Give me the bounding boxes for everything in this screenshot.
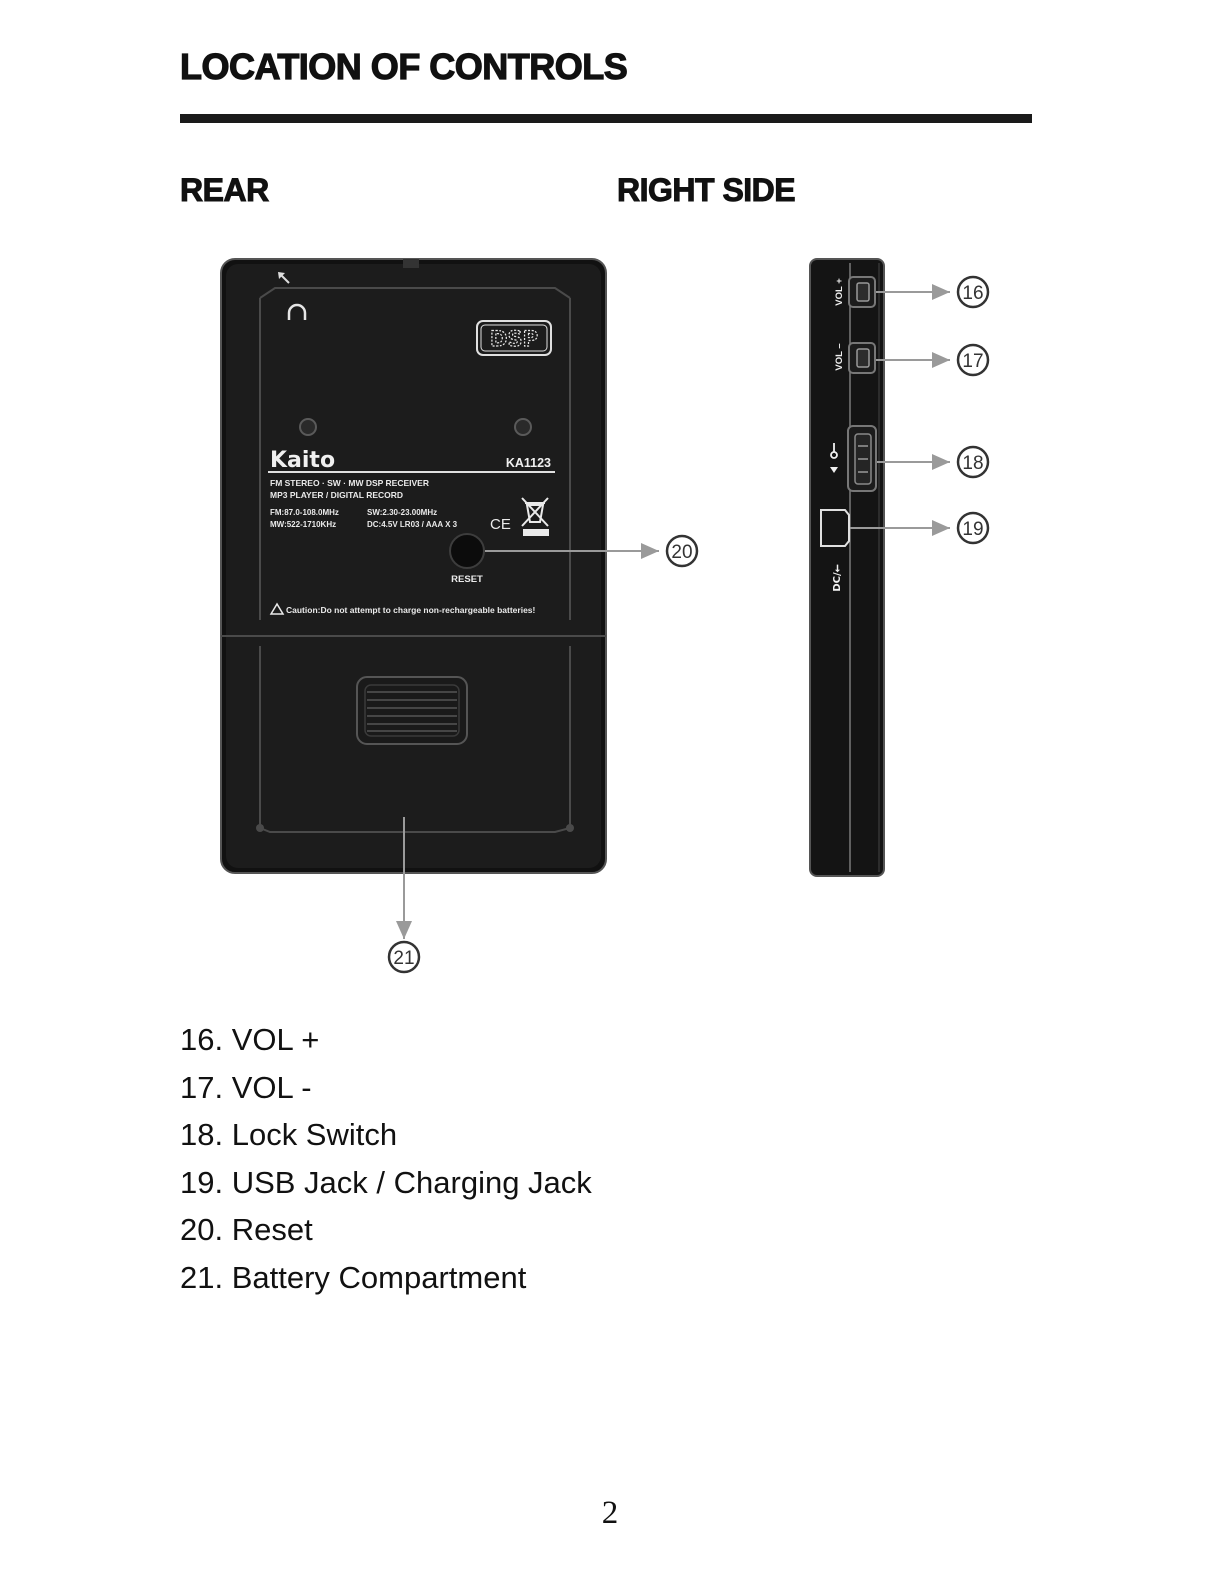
callout-18: 18 [956,445,990,479]
page-title: LOCATION OF CONTROLS [179,45,628,87]
controls-legend: 16. VOL + 17. VOL - 18. Lock Switch 19. … [180,1016,592,1301]
callout-16: 16 [956,275,990,309]
dsp-logo: DSP [476,320,552,356]
legend-item: 21. Battery Compartment [180,1259,527,1295]
ce-mark: CE [490,516,511,533]
device-side-view: VOL + VOL – DC/⭠ [809,258,885,877]
legend-item: 16. VOL + [180,1022,320,1057]
legend-item: 20. Reset [180,1212,313,1247]
svg-text:16: 16 [962,283,983,304]
lock-switch[interactable] [847,425,877,492]
title-rule [180,114,1032,123]
legend-item: 17. VOL - [180,1069,312,1105]
fm-range: FM:87.0-108.0MHz [270,508,339,517]
dsp-logo-text: DSP [490,327,538,351]
caution-text: Caution:Do not attempt to charge non-rec… [286,605,536,615]
callout-17: 17 [956,343,990,377]
spec-line-1: FM STEREO · SW · MW DSP RECEIVER [270,478,429,488]
legend-item: 19. USB Jack / Charging Jack [180,1164,592,1200]
svg-text:19: 19 [962,519,983,540]
svg-text:20: 20 [671,542,692,563]
vol-plus-button[interactable] [848,276,876,308]
rear-heading: REAR [180,172,270,209]
legend-item: 18. Lock Switch [180,1117,398,1152]
dc-spec: DC:4.5V LR03 / AAA X 3 [367,520,458,529]
vol-minus-label: VOL – [834,343,845,370]
controls-figure: DSP Kaito KA1123 FM STEREO · SW · MW DSP… [220,258,990,974]
page-number: 2 [601,1495,619,1531]
dc-usb-label: DC/⭠ [832,564,843,591]
svg-text:18: 18 [962,453,983,474]
device-rear-view: DSP Kaito KA1123 FM STEREO · SW · MW DSP… [220,258,607,874]
mw-range: MW:522-1710KHz [270,520,336,529]
model-number: KA1123 [506,456,551,470]
battery-door-latch[interactable] [356,676,468,745]
vol-plus-label: VOL + [834,278,845,306]
warning-icon [269,602,285,615]
svg-text:21: 21 [393,948,414,969]
callout-19: 19 [956,511,990,545]
reset-button[interactable] [449,533,485,569]
brand-logo: Kaito [270,448,335,473]
reset-label: RESET [451,574,483,585]
lock-icon [830,443,838,473]
headphone-icon [287,303,307,320]
right-side-heading: RIGHT SIDE [616,172,796,209]
sw-range: SW:2.30-23.00MHz [367,508,437,517]
screw-hole-left [299,418,317,436]
vol-minus-button[interactable] [848,342,876,374]
callout-21: 21 [387,940,421,974]
antenna-arrow-icon [278,272,290,284]
usb-charging-jack[interactable] [820,509,850,547]
spec-line-2: MP3 PLAYER / DIGITAL RECORD [270,490,403,500]
callout-20: 20 [665,534,699,568]
screw-hole-right [514,418,532,436]
svg-text:17: 17 [962,351,983,372]
weee-bin-icon [521,497,549,536]
